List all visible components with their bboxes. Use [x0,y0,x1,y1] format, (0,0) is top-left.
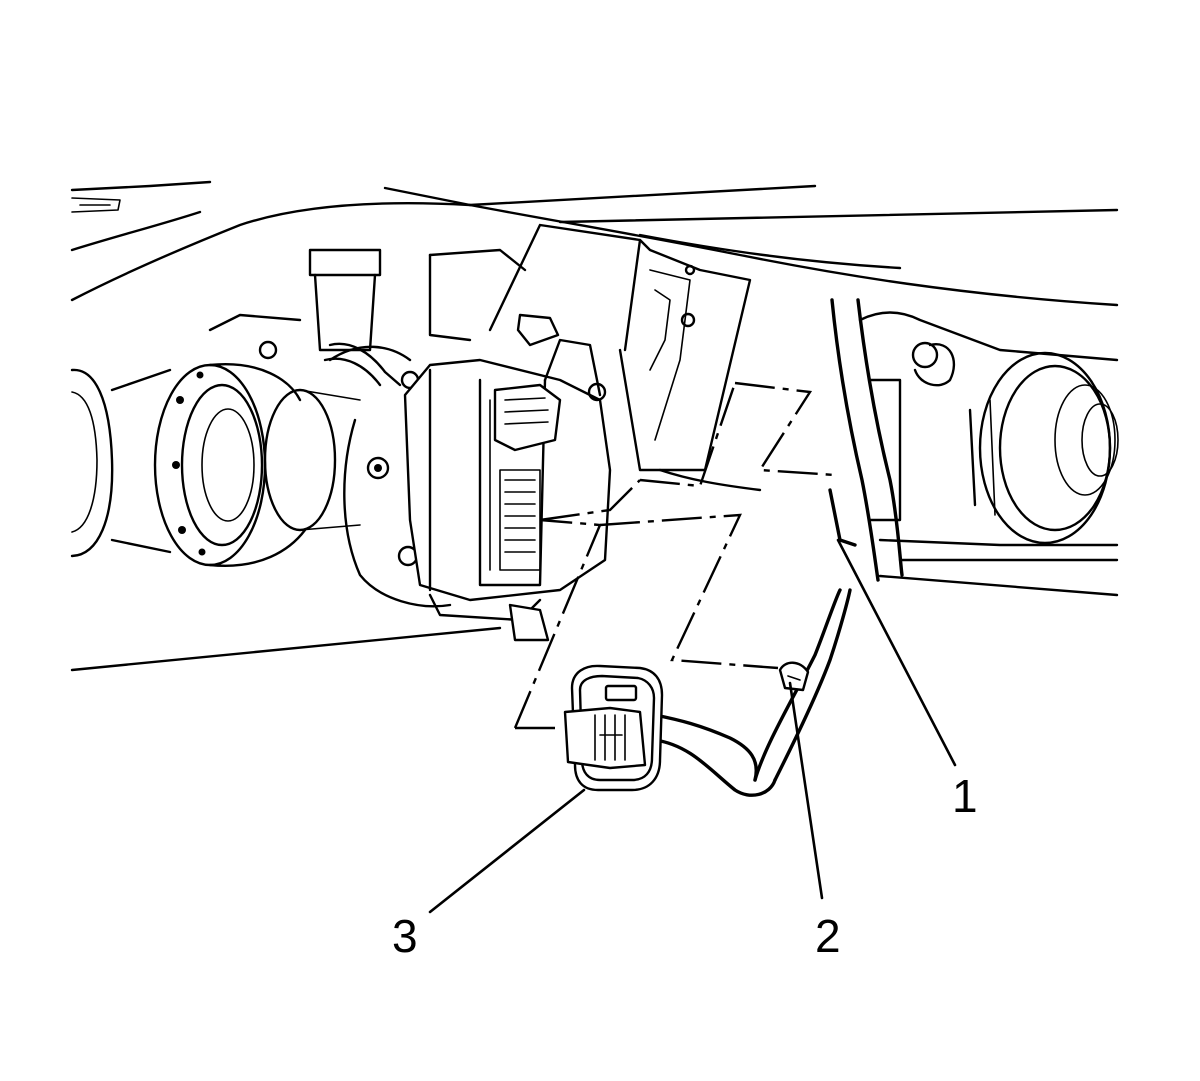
callout-2-leader [788,681,824,900]
callout-1-leader [836,538,957,767]
wiring-harness [653,298,904,797]
callout-2-label: 2 [815,910,841,962]
callout-3-leader [428,788,586,914]
electrical-connector [563,664,664,792]
callout-3-label: 3 [392,910,418,962]
mounting-bracket [488,223,752,472]
cutaway-outline [513,381,836,730]
underbody-frame [70,180,1119,672]
right-axle [858,311,1119,547]
control-module [403,313,612,642]
callout-1-label: 1 [952,770,978,822]
left-axle-flange [70,363,361,567]
callouts: 1 2 3 [392,538,978,962]
